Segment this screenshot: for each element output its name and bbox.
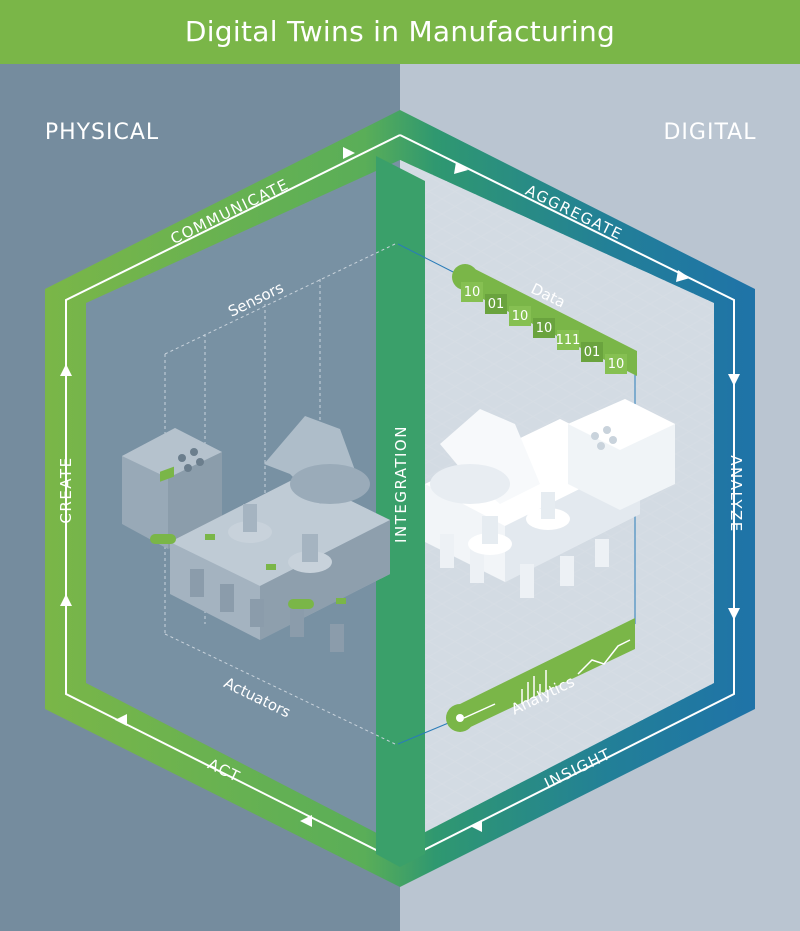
data-bit: 10 (608, 357, 625, 372)
data-bit-cell (533, 318, 555, 338)
arrow-icon (728, 374, 740, 386)
data-bit-cell (605, 354, 627, 374)
arrow-icon (300, 815, 312, 827)
data-bit: 01 (584, 345, 601, 360)
data-bit-cell (461, 282, 483, 302)
data-bit: 10 (512, 309, 529, 324)
flow-arrows (60, 147, 740, 832)
digital-label: DIGITAL (663, 120, 756, 145)
arrow-icon (676, 270, 690, 282)
physical-machine (122, 416, 390, 652)
data-bit: 01 (488, 297, 505, 312)
trend-line-icon (577, 639, 631, 675)
integration-bar (376, 156, 425, 867)
physical-panel (86, 160, 400, 845)
digital-machine (425, 399, 675, 598)
data-bit-cell (485, 294, 507, 314)
data-bit: 10 (536, 321, 553, 336)
arrow-icon (343, 147, 355, 159)
analyze-label: ANALYZE (727, 455, 745, 533)
arrow-icon (454, 162, 468, 174)
arrow-icon (60, 594, 72, 606)
integration-label: INTEGRATION (392, 425, 410, 543)
arrow-icon (470, 820, 482, 832)
digital-twin-diagram: PHYSICAL DIGITAL COMMUNICATE AGGREGATE A… (0, 64, 800, 931)
arrow-icon (115, 714, 127, 726)
analytics-line-icon (463, 703, 496, 719)
arrow-icon (60, 364, 72, 376)
analytics-capsule: Analytics (446, 618, 635, 732)
arrow-icon (728, 608, 740, 620)
data-bit-cell (557, 330, 579, 350)
analytics-node-icon (456, 714, 464, 722)
data-bit-cell (509, 306, 531, 326)
bar-chart-icon (521, 670, 547, 704)
data-bit: 10 (464, 285, 481, 300)
create-label: CREATE (57, 456, 75, 523)
data-bit-cell (581, 342, 603, 362)
data-bit: 111 (556, 333, 581, 348)
title-banner: Digital Twins in Manufacturing (0, 0, 800, 64)
page-title: Digital Twins in Manufacturing (184, 15, 616, 48)
physical-label: PHYSICAL (45, 120, 159, 145)
